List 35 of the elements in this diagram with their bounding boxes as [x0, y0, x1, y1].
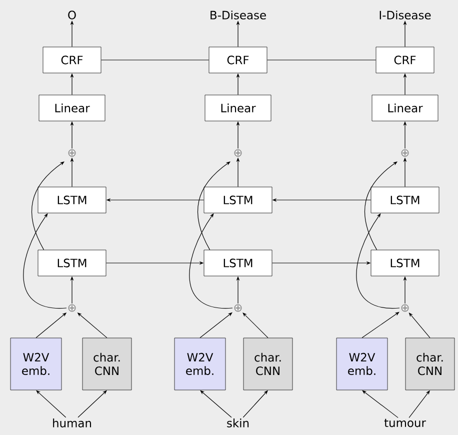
output-label: B-Disease: [210, 10, 266, 20]
input-word: tumour: [384, 418, 426, 428]
output-label: O: [68, 10, 76, 20]
sum-symbol: ⊕: [401, 149, 409, 157]
lstm-box: LSTM: [38, 250, 106, 276]
arrow: [362, 390, 398, 418]
lstm-box: LSTM: [38, 186, 106, 214]
input-word: human: [53, 418, 92, 428]
lstm-box: LSTM: [204, 186, 272, 214]
embedding-box: W2V emb.: [174, 338, 226, 390]
linear-box: Linear: [204, 94, 272, 122]
arrow: [78, 390, 107, 418]
sum-symbol: ⊕: [68, 149, 76, 157]
lstm-box: LSTM: [204, 250, 272, 276]
lstm-box: LSTM: [370, 186, 440, 214]
crf-box: CRF: [208, 46, 268, 74]
arrow: [36, 390, 66, 418]
sum-symbol: ⊕: [68, 304, 76, 312]
lstm-box: LSTM: [370, 250, 440, 276]
linear-box: Linear: [372, 94, 438, 122]
linear-box: Linear: [38, 94, 106, 122]
arrow: [200, 390, 232, 418]
char-cnn-box: char. CNN: [82, 338, 132, 390]
sum-symbol: ⊕: [401, 304, 409, 312]
char-cnn-box: char. CNN: [405, 338, 455, 390]
embedding-box: W2V emb.: [336, 338, 388, 390]
sum-symbol: ⊕: [234, 304, 242, 312]
embedding-box: W2V emb.: [10, 338, 62, 390]
arrow: [362, 312, 400, 338]
crf-box: CRF: [42, 46, 102, 74]
sum-symbol: ⊕: [234, 149, 242, 157]
char-cnn-box: char. CNN: [243, 338, 293, 390]
output-label: I-Disease: [380, 10, 431, 20]
crf-box: CRF: [376, 46, 434, 74]
input-word: skin: [227, 418, 249, 428]
